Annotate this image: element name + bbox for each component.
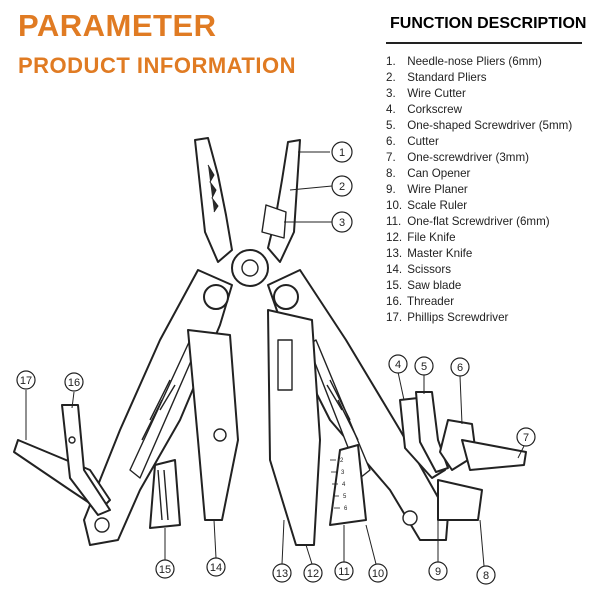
function-item-label: Scissors	[407, 263, 452, 276]
function-list-item: 13. Master Knife	[386, 246, 572, 262]
function-item-number: 11.	[386, 215, 402, 228]
function-list-item: 14. Scissors	[386, 262, 572, 278]
function-item-label: File Knife	[407, 231, 456, 244]
callout-leaders	[25, 151, 525, 567]
function-item-number: 12.	[386, 231, 403, 244]
ruler-mark: 6	[344, 506, 348, 512]
function-item-label: Saw blade	[407, 279, 462, 292]
function-item-label: One-flat Screwdriver (6mm)	[407, 215, 550, 228]
function-list-item: 2. Standard Pliers	[386, 70, 572, 86]
function-list-item: 1. Needle-nose Pliers (6mm)	[386, 54, 572, 70]
callout-number: 12	[307, 568, 319, 580]
function-item-number: 2.	[386, 71, 396, 84]
function-list-item: 9. Wire Planer	[386, 182, 572, 198]
ruler-mark: 4	[342, 482, 346, 488]
function-list-item: 4. Corkscrew	[386, 102, 572, 118]
callout-number: 11	[338, 566, 349, 578]
function-item-number: 5.	[386, 119, 396, 132]
function-item-number: 9.	[386, 183, 396, 196]
ruler-mark: 2	[340, 458, 344, 464]
function-item-label: Corkscrew	[407, 103, 462, 116]
ruler-mark: 5	[343, 494, 347, 500]
page-subtitle: PRODUCT INFORMATION	[18, 53, 296, 78]
function-item-number: 4.	[386, 103, 396, 116]
callout-number: 2	[339, 181, 345, 193]
function-item-label: Can Opener	[407, 167, 471, 180]
function-item-label: Threader	[407, 295, 455, 308]
function-list-item: 6. Cutter	[386, 134, 572, 150]
function-item-label: One-shaped Screwdriver (5mm)	[407, 119, 573, 132]
scale-ruler: 2 3 4 5 6	[330, 458, 348, 512]
function-list-item: 15. Saw blade	[386, 278, 572, 294]
function-item-number: 7.	[386, 151, 396, 164]
function-item-number: 6.	[386, 135, 396, 148]
function-list-item: 11. One-flat Screwdriver (6mm)	[386, 214, 572, 230]
function-list-item: 5. One-shaped Screwdriver (5mm)	[386, 118, 572, 134]
callout-number: 14	[210, 562, 222, 574]
callouts: 1 2 3 4 5 6 7 8 9 10 11 12 13 14 15 16 1…	[16, 141, 536, 585]
callout-number: 4	[395, 359, 401, 371]
function-item-number: 1.	[386, 55, 396, 68]
function-item-number: 14.	[386, 263, 403, 276]
function-list-item: 16. Threader	[386, 294, 572, 310]
function-list-item: 8. Can Opener	[386, 166, 572, 182]
function-list-item: 10. Scale Ruler	[386, 198, 572, 214]
callout-number: 10	[372, 568, 384, 580]
function-item-label: Master Knife	[407, 247, 473, 260]
page-title: PARAMETER	[18, 8, 217, 43]
function-item-label: Standard Pliers	[407, 71, 487, 84]
callout-number: 5	[421, 361, 427, 373]
callout-number: 16	[68, 377, 80, 389]
function-item-number: 17.	[386, 311, 403, 324]
function-item-label: Phillips Screwdriver	[407, 311, 509, 324]
function-list-item: 7. One-screwdriver (3mm)	[386, 150, 572, 166]
function-item-number: 15.	[386, 279, 403, 292]
center-blades	[149, 309, 367, 546]
handles	[83, 269, 449, 546]
ruler-mark: 3	[341, 470, 345, 476]
callout-number: 15	[159, 564, 171, 576]
function-list-item: 3. Wire Cutter	[386, 86, 572, 102]
callout-number: 7	[523, 432, 529, 444]
callout-number: 9	[435, 566, 441, 578]
function-item-label: Needle-nose Pliers (6mm)	[407, 55, 542, 68]
pliers-jaws	[194, 137, 301, 287]
function-item-label: Wire Cutter	[407, 87, 466, 100]
callout-number: 6	[457, 362, 463, 374]
callout-number: 8	[483, 570, 489, 582]
right-tools	[399, 391, 527, 521]
function-list-item: 17. Phillips Screwdriver	[386, 310, 572, 326]
function-item-label: One-screwdriver (3mm)	[407, 151, 529, 164]
function-description-divider	[386, 42, 582, 44]
function-item-number: 3.	[386, 87, 396, 100]
callout-number: 1	[339, 147, 345, 159]
function-item-label: Scale Ruler	[407, 199, 468, 212]
function-item-number: 8.	[386, 167, 396, 180]
callout-number: 17	[20, 375, 32, 387]
function-item-number: 16.	[386, 295, 403, 308]
function-item-label: Wire Planer	[407, 183, 468, 196]
function-description-title: FUNCTION DESCRIPTION	[390, 15, 587, 32]
left-tools	[13, 404, 111, 516]
function-item-number: 10.	[386, 199, 403, 212]
function-list: 1. Needle-nose Pliers (6mm)2. Standard P…	[386, 54, 572, 326]
callout-number: 3	[339, 217, 345, 229]
callout-number: 13	[276, 568, 288, 580]
function-item-number: 13.	[386, 247, 403, 260]
function-item-label: Cutter	[407, 135, 439, 148]
function-list-item: 12. File Knife	[386, 230, 572, 246]
